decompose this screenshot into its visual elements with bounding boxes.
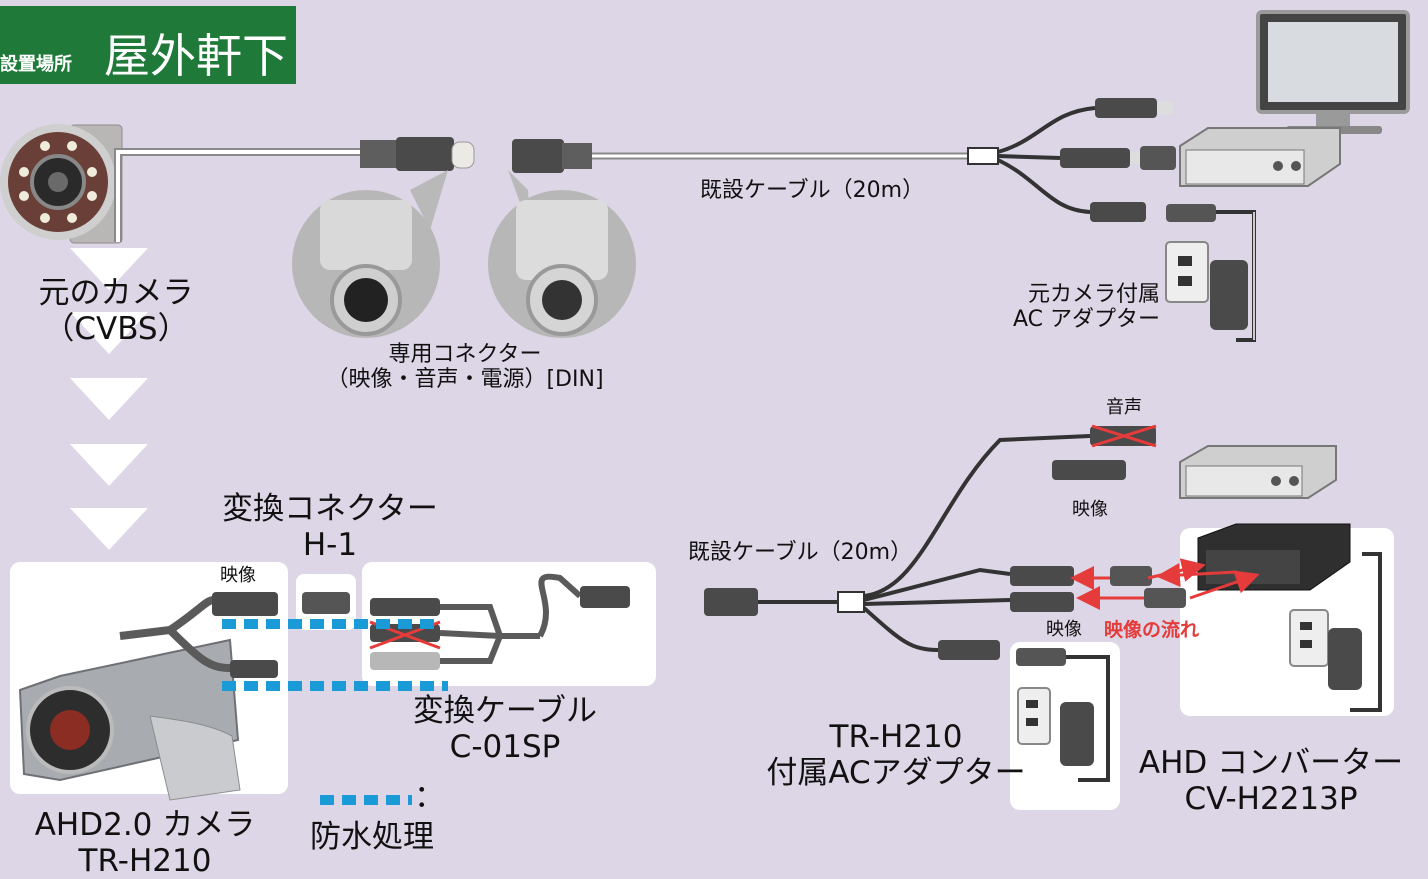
- video-label-bottom: 映像: [1046, 619, 1082, 640]
- h1-connector-icon: [302, 592, 350, 614]
- video-plug-top: [1052, 460, 1126, 480]
- power-plug-camera: [230, 660, 278, 678]
- ahd-camera-icon: [18, 638, 241, 801]
- recorder-icon-top: [1179, 127, 1341, 187]
- din-female-closeup: [488, 170, 636, 338]
- ac-adapter-converter: [1289, 552, 1382, 712]
- din-connector-label: 専用コネクター（映像・音声・電源）[DIN]: [326, 342, 604, 393]
- din-male-plug: [360, 137, 475, 171]
- location-banner: 設置場所 屋外軒下: [0, 6, 296, 84]
- waterproof-label: 防水処理: [310, 819, 434, 855]
- waterproof-lines: [222, 619, 448, 805]
- video-flow-label: 映像の流れ: [1104, 619, 1200, 641]
- waterproof-colon: ：: [414, 779, 445, 815]
- din-female-plug: [512, 139, 592, 173]
- recorder-icon-bottom: [1179, 445, 1337, 499]
- existing-cable-label-top: 既設ケーブル（20m）: [700, 178, 925, 203]
- down-arrows: [70, 248, 148, 550]
- video-label-top: 映像: [1072, 499, 1108, 520]
- old-camera-icon: [0, 124, 123, 244]
- video-flow-arrows: [1070, 558, 1260, 610]
- old-camera-label: 元のカメラ（CVBS）: [38, 275, 194, 347]
- rca-plugs-top: [1060, 98, 1173, 222]
- tv-icon: [1256, 10, 1410, 134]
- bnc-plug-camera: [212, 592, 278, 616]
- ac-adapter-tr: [1017, 655, 1110, 782]
- location-prefix: 設置場所: [0, 54, 72, 75]
- ac-adapter-top: [1165, 241, 1248, 330]
- existing-cable-label-bottom: 既設ケーブル（20m）: [688, 540, 913, 565]
- video-label-left: 映像: [220, 565, 256, 586]
- audio-label: 音声: [1106, 397, 1142, 418]
- location-place: 屋外軒下: [104, 29, 288, 83]
- din-male-closeup: [292, 170, 448, 338]
